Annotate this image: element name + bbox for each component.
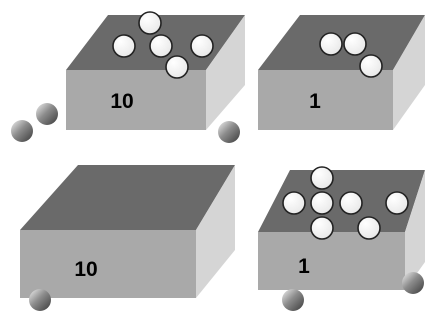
counter — [149, 34, 173, 58]
counter — [282, 191, 306, 215]
counter — [112, 34, 136, 58]
loose-counter — [36, 103, 58, 125]
box-front-face — [258, 70, 393, 130]
counter — [357, 216, 381, 240]
counter — [190, 34, 214, 58]
box-front-face — [66, 70, 206, 130]
box-side-face — [405, 170, 425, 290]
counter — [165, 55, 189, 79]
counter — [319, 32, 343, 56]
loose-counters — [11, 103, 424, 311]
box-bottom-left: 10 — [20, 165, 235, 298]
counters-bottom-right — [282, 166, 409, 240]
counter — [339, 191, 363, 215]
box-side-face — [393, 15, 425, 130]
box-front-face — [20, 230, 196, 298]
loose-counter — [282, 289, 304, 311]
box-top-face — [20, 165, 235, 230]
counter — [385, 191, 409, 215]
box-side-face — [206, 15, 245, 130]
box-side-face — [196, 165, 235, 298]
counters-top-right — [319, 32, 383, 78]
counter — [310, 191, 334, 215]
box-top-right: 1 — [258, 15, 425, 130]
counter — [359, 54, 383, 78]
loose-counter — [29, 289, 51, 311]
loose-counter — [218, 121, 240, 143]
counter — [310, 166, 334, 190]
loose-counter — [402, 272, 424, 294]
box-label: 1 — [298, 255, 310, 278]
counter — [310, 216, 334, 240]
box-front-face — [258, 232, 405, 290]
counters-top-left — [112, 11, 214, 79]
box-label: 1 — [309, 90, 321, 113]
box-top-left: 10 — [66, 11, 245, 130]
counter — [138, 11, 162, 35]
counter — [343, 32, 367, 56]
box-label: 10 — [74, 258, 97, 281]
box-bottom-right: 1 — [258, 166, 425, 290]
box-label: 10 — [110, 90, 133, 113]
loose-counter — [11, 120, 33, 142]
